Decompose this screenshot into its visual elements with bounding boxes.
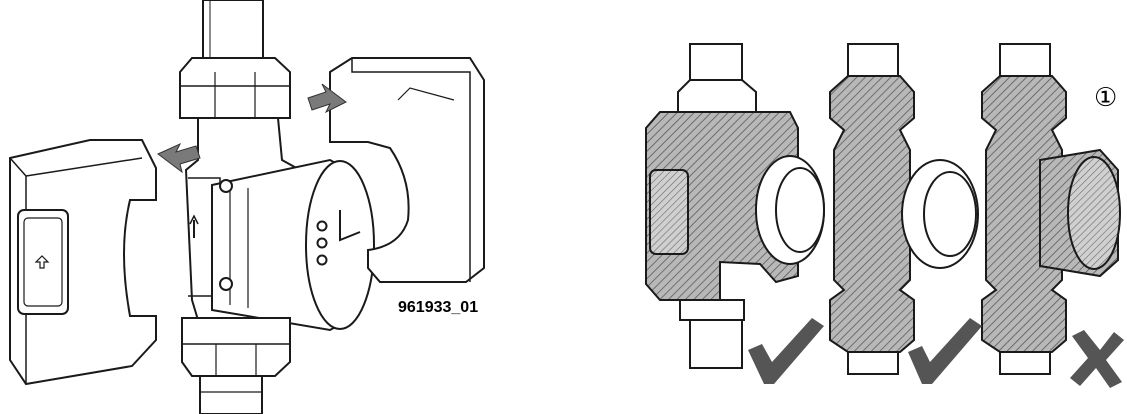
check-mark-2	[908, 318, 982, 384]
mark-2	[908, 318, 982, 384]
cross-mark-3	[1070, 330, 1124, 388]
arrow-right-shell	[307, 83, 347, 114]
union-nut-bottom	[181, 317, 291, 377]
exploded-view	[9, 0, 485, 414]
insulation-shell-right	[329, 57, 485, 283]
arrow-left-shell	[157, 142, 201, 174]
union-nut-top	[179, 57, 291, 119]
insulation-shell-left	[9, 139, 157, 386]
state-2-partial	[829, 43, 979, 375]
mark-1	[748, 318, 824, 384]
pipe-bottom	[199, 375, 263, 414]
callout-number: ①	[1094, 83, 1117, 113]
state-1-insulated	[645, 43, 825, 369]
pipe-top	[202, 0, 264, 63]
state-3-incorrect	[981, 43, 1121, 375]
mark-3	[1070, 330, 1124, 388]
check-mark-1	[748, 318, 824, 384]
pump-motor	[211, 158, 375, 332]
part-number: 961933_01	[398, 299, 478, 316]
